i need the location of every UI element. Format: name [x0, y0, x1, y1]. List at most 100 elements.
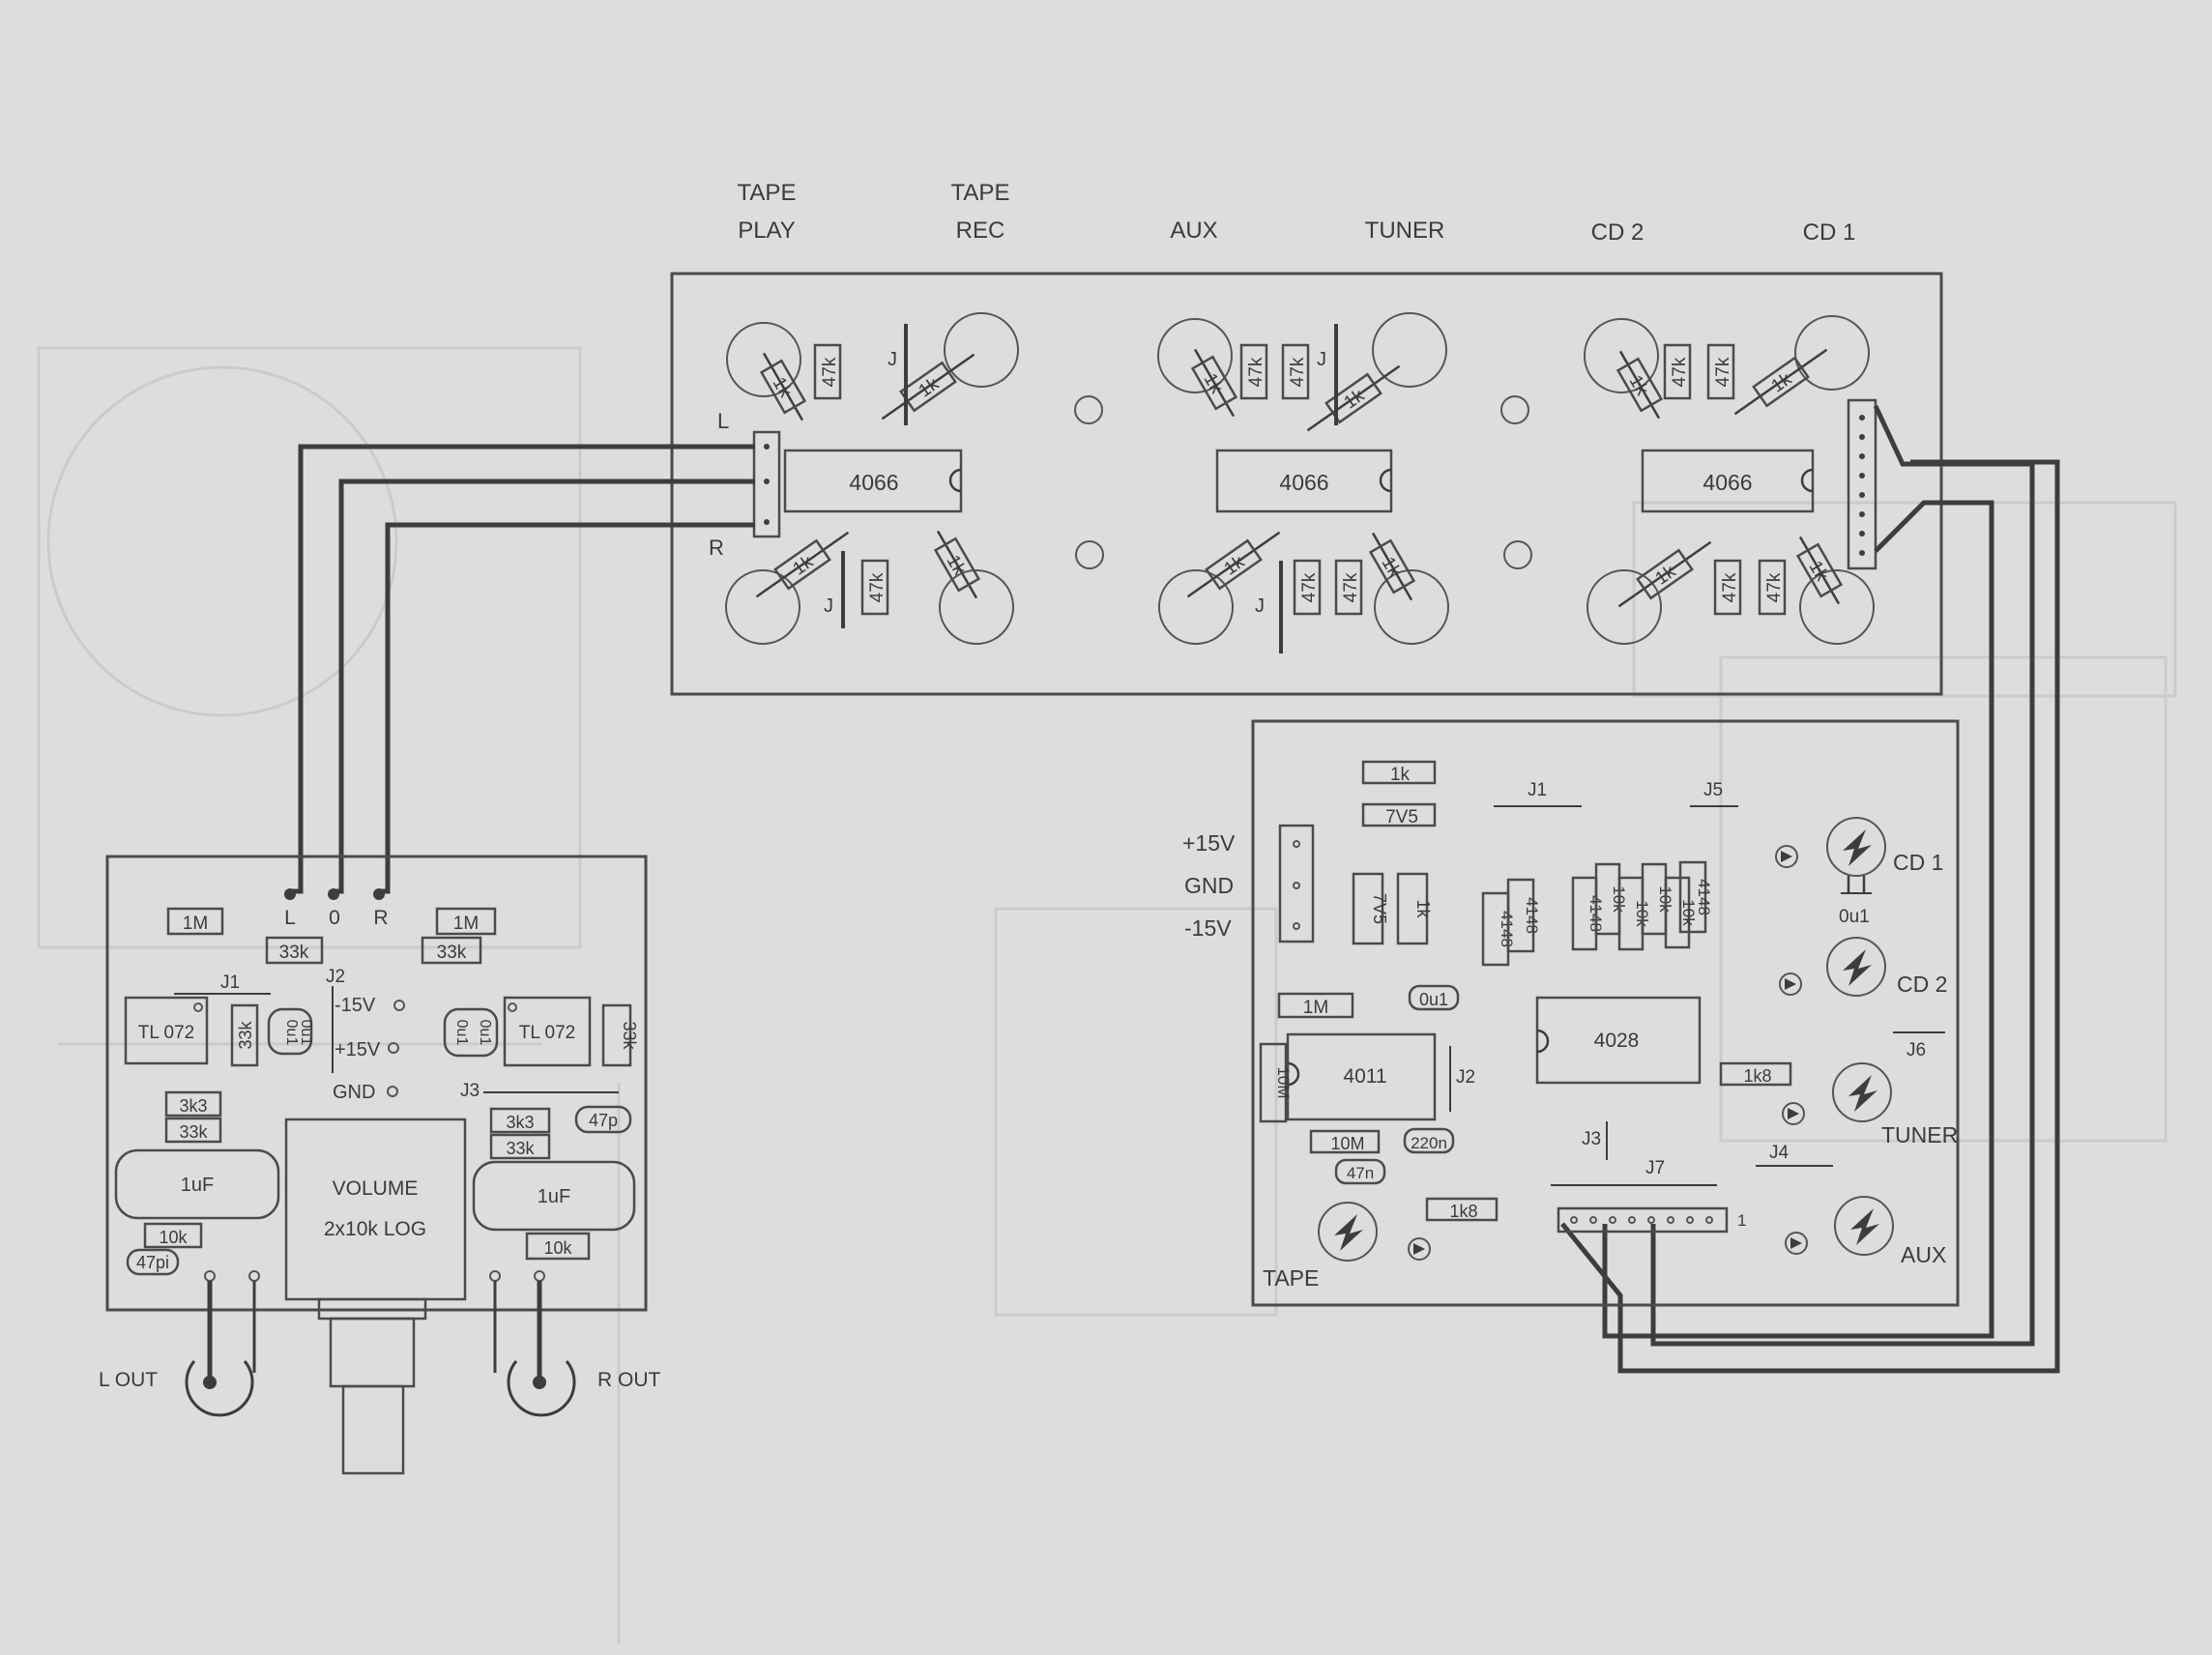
switch-tape-label: TAPE	[1263, 1265, 1319, 1291]
wire-control-c	[1560, 459, 2060, 1374]
svg-text:220n: 220n	[1411, 1134, 1447, 1152]
r47k-j: 47k	[1758, 559, 1787, 616]
svg-text:4148: 4148	[1695, 879, 1713, 915]
r47k-e: 47k	[1706, 343, 1735, 400]
label-tape-rec-line2: REC	[956, 218, 1005, 244]
jack-cd1-l	[1794, 315, 1870, 391]
amp-pwr-pos: +15V	[335, 1039, 381, 1060]
connector-label-r: R	[709, 536, 724, 560]
l-out-jack[interactable]: L OUT	[99, 1270, 260, 1417]
switch-aux[interactable]: AUX	[1834, 1196, 1946, 1267]
svg-text:47pi: 47pi	[136, 1253, 169, 1272]
svg-text:4066: 4066	[1703, 470, 1752, 495]
svg-text:33k: 33k	[620, 1021, 639, 1050]
jack-tuner-l	[1372, 312, 1447, 388]
control-connector	[1847, 398, 1877, 570]
svg-text:1k8: 1k8	[1743, 1066, 1771, 1086]
r47k-b: 47k	[1239, 343, 1268, 400]
amp-c1uf-right: 1uF	[472, 1160, 636, 1232]
jumper-label-c: J	[824, 595, 833, 617]
jack-tape-play-l	[726, 322, 801, 397]
svg-text:4011: 4011	[1343, 1065, 1386, 1088]
r1k-a: 1k	[759, 352, 807, 421]
ctrl-r1k-top: 1k	[1361, 760, 1437, 785]
amp-r33k-vert-left: 33k	[230, 1003, 259, 1067]
svg-text:1k: 1k	[1413, 899, 1433, 918]
amp-j1: J1	[220, 973, 240, 993]
ctrl-r1k8-bottom: 1k8	[1425, 1197, 1499, 1222]
r47k-i: 47k	[1713, 559, 1742, 616]
ctrl-r10k-group: 10k 10k 10k 10k	[1594, 862, 1698, 951]
svg-text:TL 072: TL 072	[138, 1023, 194, 1043]
svg-text:1uF: 1uF	[538, 1186, 570, 1207]
svg-text:10k: 10k	[159, 1228, 188, 1247]
jack-cd1-r	[1799, 569, 1875, 645]
amp-conn-r: R	[373, 907, 388, 929]
signal-connector: L R	[709, 409, 781, 560]
ctrl-pwr-gnd: GND	[1184, 873, 1234, 898]
ic-4066-3: 4066	[1641, 449, 1815, 513]
r47k-a: 47k	[813, 343, 842, 400]
svg-text:1uF: 1uF	[181, 1175, 214, 1196]
ctrl-j3: J3	[1582, 1129, 1601, 1149]
amp-c1uf-left: 1uF	[114, 1148, 280, 1220]
switch-cd1-cap: 0u1	[1839, 907, 1870, 927]
jumper-label-a: J	[888, 349, 897, 370]
volume-value: 2x10k LOG	[324, 1218, 426, 1240]
switch-cd1[interactable]: CD 1 0u1	[1826, 817, 1943, 927]
amp-r33k-right2: 33k	[489, 1133, 551, 1160]
ctrl-z7v5-vert: 7V5	[1352, 872, 1389, 945]
svg-text:47p: 47p	[589, 1111, 618, 1130]
svg-text:1M: 1M	[1303, 998, 1328, 1018]
jack-cd2-l	[1584, 318, 1659, 393]
wire-control-b	[1602, 500, 1994, 1339]
r1k-e: 1k	[1615, 350, 1664, 420]
amp-r33k-left2: 33k	[164, 1117, 222, 1144]
amp-conn-0: 0	[329, 907, 340, 929]
ctrl-z7v5-top: 7V5	[1361, 802, 1437, 828]
amp-pwr-neg: -15V	[335, 995, 376, 1016]
ctrl-r10m-vert: 10M	[1259, 1042, 1293, 1123]
volume-label: VOLUME	[333, 1177, 419, 1200]
ic-4066-2: 4066	[1215, 449, 1393, 513]
r-out-jack[interactable]: R OUT	[489, 1270, 661, 1417]
amp-r3k3-right: 3k3	[489, 1107, 551, 1134]
ctrl-j2: J2	[1456, 1067, 1475, 1088]
svg-text:3k3: 3k3	[506, 1113, 534, 1132]
svg-text:3k3: 3k3	[179, 1096, 207, 1116]
svg-text:4066: 4066	[849, 470, 898, 495]
switch-cd2[interactable]: CD 2	[1826, 937, 1947, 997]
diode-4148-b: 4148	[1506, 878, 1541, 953]
ctrl-j1: J1	[1528, 780, 1547, 800]
volume-pot[interactable]: VOLUME 2x10k LOG	[284, 1118, 467, 1475]
amp-r1m-right: 1M	[435, 907, 497, 936]
switch-tuner[interactable]: TUNER	[1832, 1062, 1958, 1147]
r1k-k: 1k	[1617, 540, 1712, 608]
jack-tape-rec-r	[939, 569, 1014, 645]
svg-text:7V5: 7V5	[1370, 893, 1389, 924]
l-out-label: L OUT	[99, 1369, 158, 1391]
amp-r33k-a: 33k	[265, 936, 324, 965]
svg-text:0u1: 0u1	[453, 1020, 470, 1046]
amp-r10k-right: 10k	[525, 1232, 591, 1261]
control-board-outline	[1251, 719, 1960, 1307]
svg-text:47k: 47k	[1341, 572, 1361, 602]
svg-text:33k: 33k	[506, 1139, 535, 1158]
ctrl-j4: J4	[1769, 1143, 1790, 1163]
svg-text:33k: 33k	[437, 943, 467, 963]
r1k-c: 1k	[1190, 348, 1238, 418]
label-tape-play-line1: TAPE	[738, 180, 797, 206]
switch-tape[interactable]: TAPE	[1263, 1202, 1378, 1291]
ctrl-power-connector	[1278, 824, 1315, 944]
svg-text:33k: 33k	[279, 943, 309, 963]
amp-r33k-b: 33k	[421, 936, 482, 965]
r1k-i: 1k	[1186, 531, 1281, 598]
diode-4148-a: 4148	[1481, 891, 1516, 967]
ctrl-c0u1: 0u1	[1408, 984, 1460, 1011]
control-board: +15V GND -15V 1k 7V5 7V5 1k J1 J5 4148 4…	[1182, 719, 1960, 1307]
svg-text:4066: 4066	[1279, 470, 1328, 495]
ctrl-pwr-neg: -15V	[1184, 915, 1232, 941]
wire-left	[292, 444, 755, 894]
switch-board: 4066 4066 4066 L R 47k	[670, 272, 1943, 696]
